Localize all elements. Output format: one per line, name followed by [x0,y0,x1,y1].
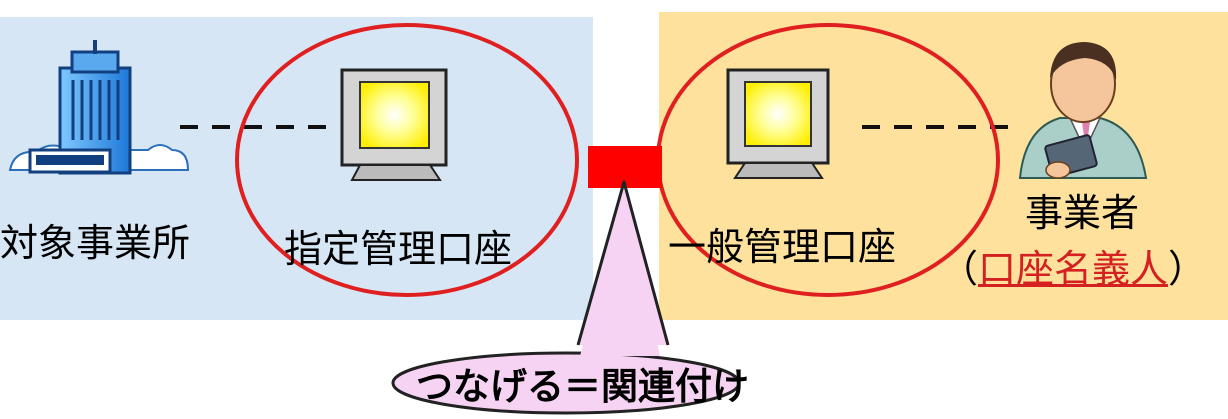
office-building-icon [8,40,190,175]
computer-monitor-icon [340,68,448,181]
designated-account-label: 指定管理口座 [284,227,513,271]
ellipse-designated-account [235,23,579,297]
businessman-icon [1018,42,1148,179]
account-holder-label: （口座名義人） [940,250,1206,288]
callout-bubble [391,180,741,415]
computer-monitor-icon [726,68,830,179]
callout-text: つなげる＝関連付け [416,365,749,408]
holder-close-paren: ） [1168,247,1207,291]
general-account-label: 一般管理口座 [668,225,897,269]
target-office-label: 対象事業所 [0,221,191,265]
account-holder-name: 口座名義人 [978,247,1169,291]
holder-open-paren: （ [940,247,979,291]
operator-label: 事業者 [1025,191,1140,235]
